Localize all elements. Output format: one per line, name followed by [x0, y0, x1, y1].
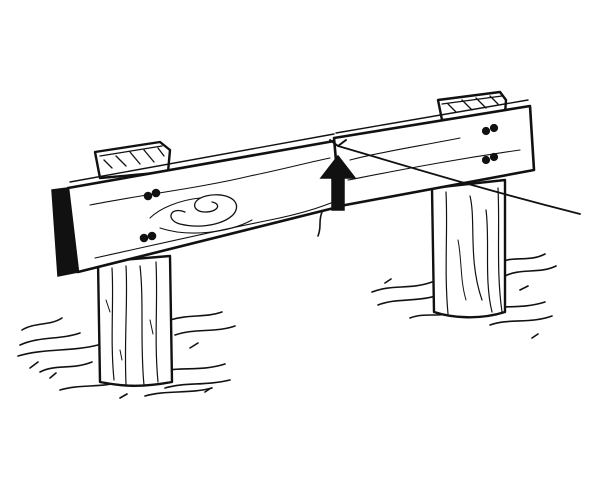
nail-heads-left: [139, 188, 161, 243]
right-post: [430, 178, 507, 319]
pointer-mark: [317, 211, 323, 237]
nail-heads-right: [481, 123, 499, 165]
string-line: [337, 145, 581, 215]
left-post-top: [93, 140, 172, 180]
arrow-up-icon: [319, 154, 357, 211]
left-post: [96, 254, 174, 387]
